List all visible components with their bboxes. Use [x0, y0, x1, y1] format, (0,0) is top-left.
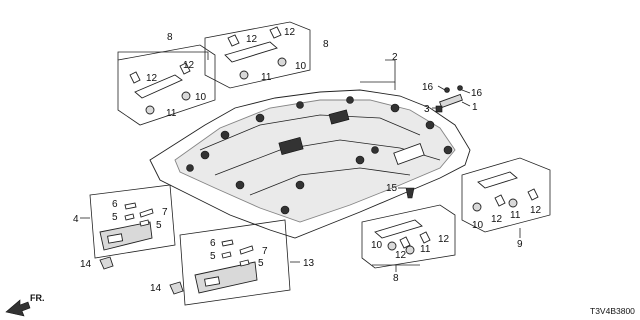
callout-handle-left-11: 11	[166, 108, 177, 119]
callout-visor-right-5a: 5	[210, 251, 216, 262]
callout-handle-bottom-10: 10	[371, 240, 383, 251]
callout-visor-right-7: 7	[262, 246, 268, 257]
callout-clip-16b: 16	[471, 88, 483, 99]
callout-handle-left-12a: 12	[183, 60, 195, 71]
callout-visor-right: 13	[303, 258, 315, 269]
headliner-panel	[149, 89, 471, 239]
callout-visor-right-5b: 5	[258, 258, 264, 269]
callout-handle-bottom-12b: 12	[438, 234, 450, 245]
callout-handle-top-12a: 12	[284, 27, 296, 38]
front-direction-arrow	[5, 299, 31, 317]
callout-visor-left-5a: 5	[112, 212, 118, 223]
clip-assembly	[432, 85, 471, 113]
clip-15	[398, 187, 415, 199]
handle-group-left	[117, 44, 216, 126]
callout-handle-right-10: 10	[472, 220, 484, 231]
callout-handle-bottom-11: 11	[420, 244, 431, 255]
callout-handle-group-bottom: 8	[393, 273, 399, 284]
visor-right	[169, 219, 300, 306]
callout-handle-group-left: 8	[167, 32, 173, 43]
callout-visor-right-14: 14	[150, 283, 162, 294]
callout-visor-left-5b: 5	[156, 220, 162, 231]
callout-headliner: 2	[392, 52, 398, 63]
callout-handle-top-10: 10	[295, 61, 307, 72]
callout-clip-15: 15	[386, 183, 398, 194]
front-direction-label: FR.	[30, 293, 45, 303]
callout-handle-right-12b: 12	[530, 205, 542, 216]
callout-handle-right-11: 11	[510, 210, 521, 221]
callout-visor-left-7: 7	[162, 207, 168, 218]
handle-group-right	[461, 157, 551, 238]
callout-visor-left: 4	[73, 214, 79, 225]
callout-clip-16a: 16	[422, 82, 434, 93]
callout-handle-group-top: 8	[323, 39, 329, 50]
callout-handle-top-11: 11	[261, 72, 272, 83]
callout-handle-bottom-12a: 12	[395, 250, 407, 261]
callout-handle-right-12a: 12	[491, 214, 503, 225]
callout-clip-1: 1	[472, 102, 478, 113]
handle-group-top	[204, 21, 311, 89]
callout-clip-3: 3	[424, 104, 430, 115]
handle-group-bottom	[361, 204, 456, 272]
callout-handle-left-10: 10	[195, 92, 207, 103]
callout-handle-top-12b: 12	[246, 34, 258, 45]
diagram-code: T3V4B3800	[590, 306, 635, 316]
visor-left	[80, 184, 176, 270]
callout-handle-group-right: 9	[517, 239, 523, 250]
callout-visor-left-6: 6	[112, 199, 118, 210]
callout-visor-right-6: 6	[210, 238, 216, 249]
callout-handle-left-12b: 12	[146, 73, 158, 84]
callout-visor-left-14: 14	[80, 259, 92, 270]
